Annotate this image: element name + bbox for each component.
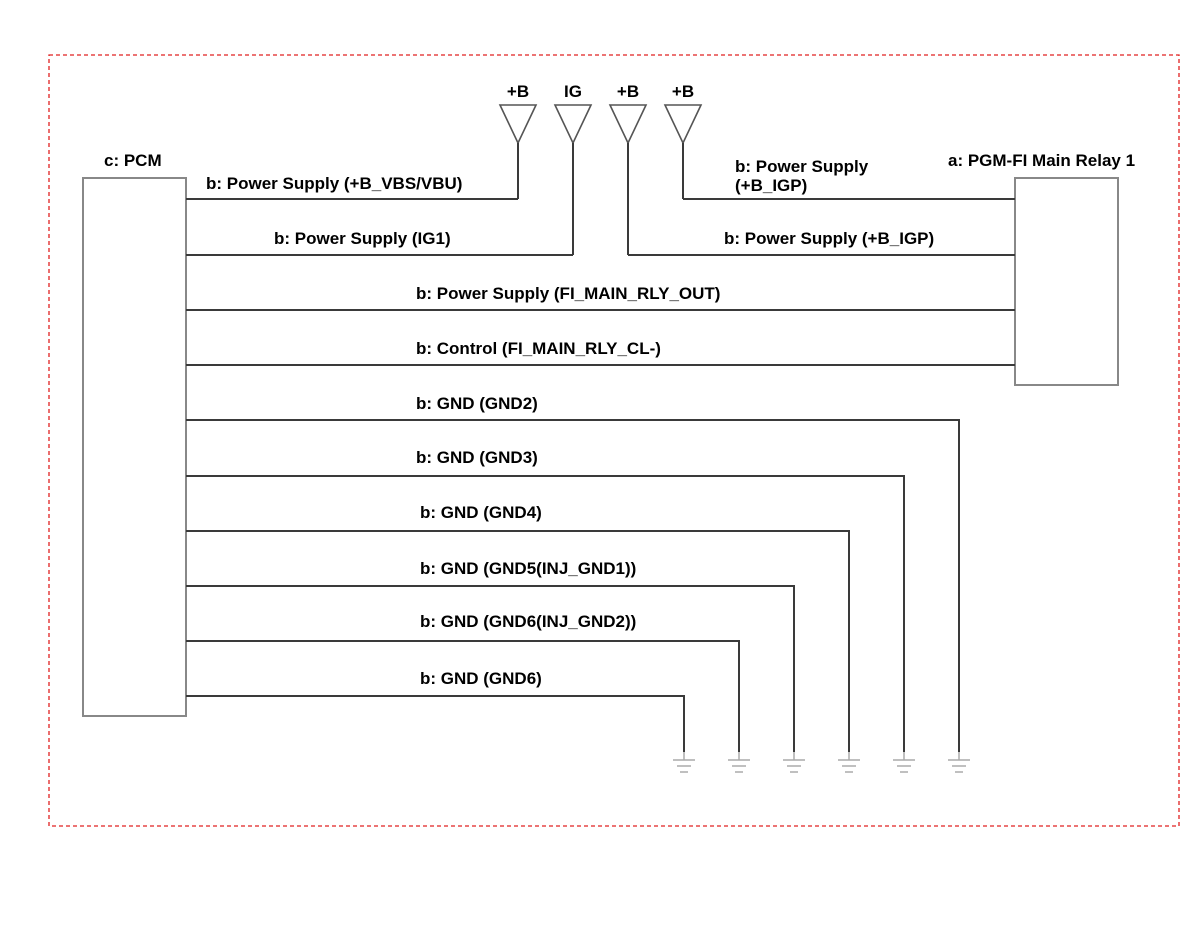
wire-label-line1: b: Power Supply — [735, 157, 869, 176]
pcm-label: c: PCM — [104, 151, 162, 170]
relay-box — [1014, 177, 1119, 386]
wire-gnd2: b: GND (GND2) — [186, 394, 960, 752]
wire-label: b: GND (GND6(INJ_GND2)) — [420, 612, 636, 631]
ground-icon — [783, 752, 805, 773]
wire-vbs-vbu: b: Power Supply (+B_VBS/VBU) — [186, 174, 518, 200]
source-label: IG — [564, 82, 582, 101]
ground-icon — [728, 752, 750, 773]
wire-label: b: GND (GND2) — [416, 394, 538, 413]
source-arrow-icon — [498, 104, 538, 145]
source-label: +B — [507, 82, 529, 101]
source-label: +B — [617, 82, 639, 101]
wire-gnd5: b: GND (GND5(INJ_GND1)) — [186, 559, 795, 752]
relay-label: a: PGM-FI Main Relay 1 — [948, 151, 1135, 170]
ground-symbols — [673, 752, 970, 773]
wire-label: b: Power Supply (+B_IGP) — [724, 229, 934, 248]
source-b-3: +B — [663, 82, 703, 199]
source-arrow-icon — [663, 104, 703, 145]
wire-relay-igp-1: b: Power Supply (+B_IGP) — [683, 157, 1015, 200]
ground-icon — [893, 752, 915, 773]
wire-label: b: GND (GND3) — [416, 448, 538, 467]
ground-icon — [838, 752, 860, 773]
source-arrow-icon — [608, 104, 648, 145]
wire-gnd6-inj: b: GND (GND6(INJ_GND2)) — [186, 612, 740, 752]
wire-relay-igp-2: b: Power Supply (+B_IGP) — [628, 229, 1015, 256]
wire-gnd6: b: GND (GND6) — [186, 669, 685, 752]
wire-label: b: GND (GND6) — [420, 669, 542, 688]
wire-ig1: b: Power Supply (IG1) — [186, 229, 573, 256]
source-label: +B — [672, 82, 694, 101]
wire-gnd4: b: GND (GND4) — [186, 503, 850, 752]
pcm-box — [82, 177, 187, 717]
ground-icon — [948, 752, 970, 773]
source-ig: IG — [553, 82, 593, 255]
diagram-frame — [48, 54, 1180, 827]
wire-label: b: Power Supply (FI_MAIN_RLY_OUT) — [416, 284, 720, 303]
source-arrow-icon — [553, 104, 593, 145]
ground-icon — [673, 752, 695, 773]
wire-main-rly-cl: b: Control (FI_MAIN_RLY_CL-) — [186, 339, 1015, 366]
wire-label-line2: (+B_IGP) — [735, 176, 807, 195]
wire-label: b: GND (GND4) — [420, 503, 542, 522]
wire-label: b: GND (GND5(INJ_GND1)) — [420, 559, 636, 578]
wire-label: b: Power Supply (IG1) — [274, 229, 451, 248]
wire-label: b: Power Supply (+B_VBS/VBU) — [206, 174, 462, 193]
source-b-1: +B — [498, 82, 538, 199]
wire-label: b: Control (FI_MAIN_RLY_CL-) — [416, 339, 661, 358]
wire-main-rly-out: b: Power Supply (FI_MAIN_RLY_OUT) — [186, 284, 1015, 311]
wire-gnd3: b: GND (GND3) — [186, 448, 905, 752]
source-b-2: +B — [608, 82, 648, 255]
